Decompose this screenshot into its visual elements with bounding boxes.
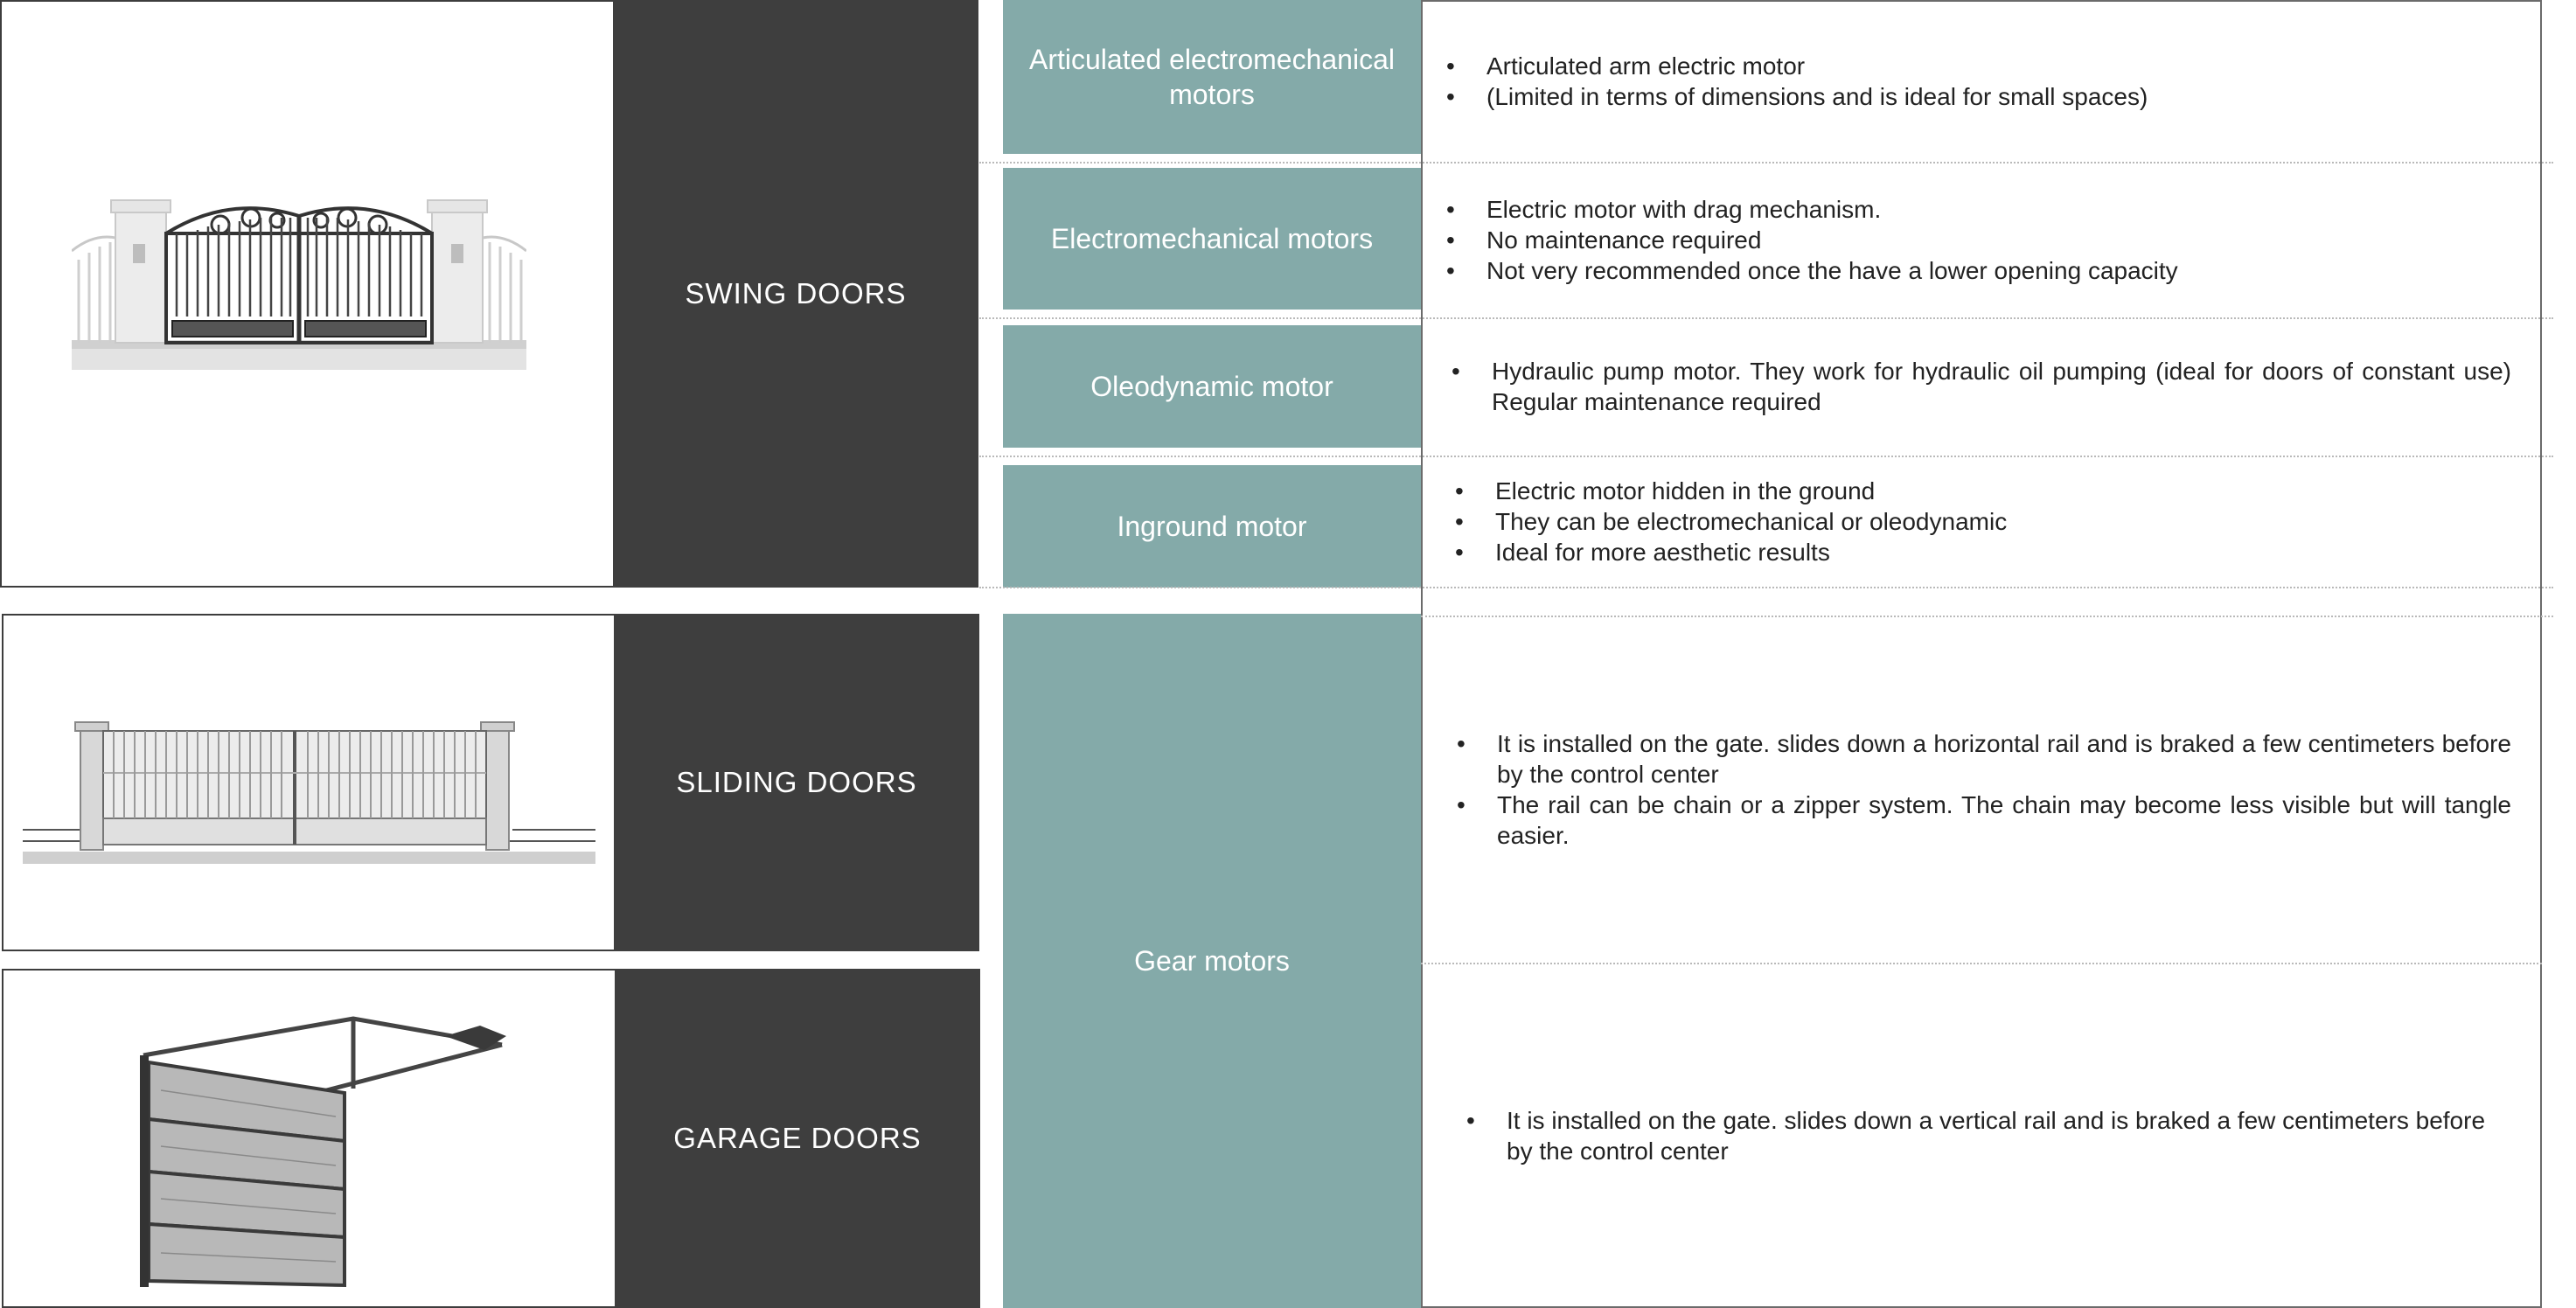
separator: [1421, 616, 2553, 617]
description-gear-garage: It is installed on the gate. slides down…: [1463, 963, 2495, 1308]
category-swing-doors: SWING DOORS: [613, 0, 978, 588]
description-electromechanical: Electric motor with drag mechanism. No m…: [1443, 162, 2527, 317]
bullet-item: It is installed on the gate. slides down…: [1453, 728, 2511, 790]
motor-oleodynamic: Oleodynamic motor: [1003, 325, 1421, 448]
motor-label: Electromechanical motors: [1050, 223, 1374, 254]
bullet-item: It is installed on the gate. slides down…: [1463, 1105, 2495, 1166]
swing-gate-icon: [72, 199, 526, 370]
bullet-item: The rail can be chain or a zipper system…: [1453, 790, 2511, 851]
bullet-item: Electric motor with drag mechanism.: [1443, 194, 2527, 225]
separator: [979, 162, 2553, 164]
motor-inground: Inground motor: [1003, 465, 1421, 588]
motor-label: Gear motors: [1134, 945, 1290, 977]
description-gear-sliding: It is installed on the gate. slides down…: [1453, 616, 2511, 963]
bullet-item: (Limited in terms of dimensions and is i…: [1443, 81, 2527, 112]
motor-label: Oleodynamic motor: [1090, 371, 1333, 402]
bullet-item: No maintenance required: [1443, 225, 2527, 255]
separator: [979, 587, 2553, 588]
garage-door-icon: [140, 1016, 506, 1288]
bullet-item: Articulated arm electric motor: [1443, 51, 2527, 81]
sliding-gate-icon: [23, 721, 595, 864]
bullet-item: Hydraulic pump motor. They work for hydr…: [1448, 356, 2511, 417]
motor-articulated-electromechanical: Articulated electromechanical motors: [1003, 0, 1421, 154]
description-oleodynamic: Hydraulic pump motor. They work for hydr…: [1448, 317, 2511, 456]
description-articulated: Articulated arm electric motor (Limited …: [1443, 0, 2527, 162]
bullet-item: Ideal for more aesthetic results: [1452, 537, 2518, 567]
separator: [979, 317, 2553, 319]
motor-label: Inground motor: [1117, 511, 1307, 542]
motor-gear: Gear motors: [1003, 614, 1421, 1308]
category-label: SLIDING DOORS: [676, 766, 917, 798]
separator: [1421, 963, 2542, 964]
category-sliding-doors: SLIDING DOORS: [614, 614, 979, 951]
motor-label: Articulated electromechanical motors: [1029, 44, 1395, 110]
bullet-item: Not very recommended once the have a low…: [1443, 255, 2527, 286]
bullet-item: They can be electromechanical or oleodyn…: [1452, 506, 2518, 537]
bullet-item: Electric motor hidden in the ground: [1452, 476, 2518, 506]
separator: [979, 456, 2553, 457]
description-inground: Electric motor hidden in the ground They…: [1452, 456, 2518, 587]
category-garage-doors: GARAGE DOORS: [615, 969, 980, 1308]
category-label: GARAGE DOORS: [673, 1122, 922, 1154]
garage-door-image-box: [2, 969, 616, 1308]
sliding-door-image-box: [2, 614, 616, 951]
category-label: SWING DOORS: [685, 277, 907, 310]
swing-door-image-box: [0, 0, 615, 588]
motor-electromechanical: Electromechanical motors: [1003, 168, 1421, 310]
